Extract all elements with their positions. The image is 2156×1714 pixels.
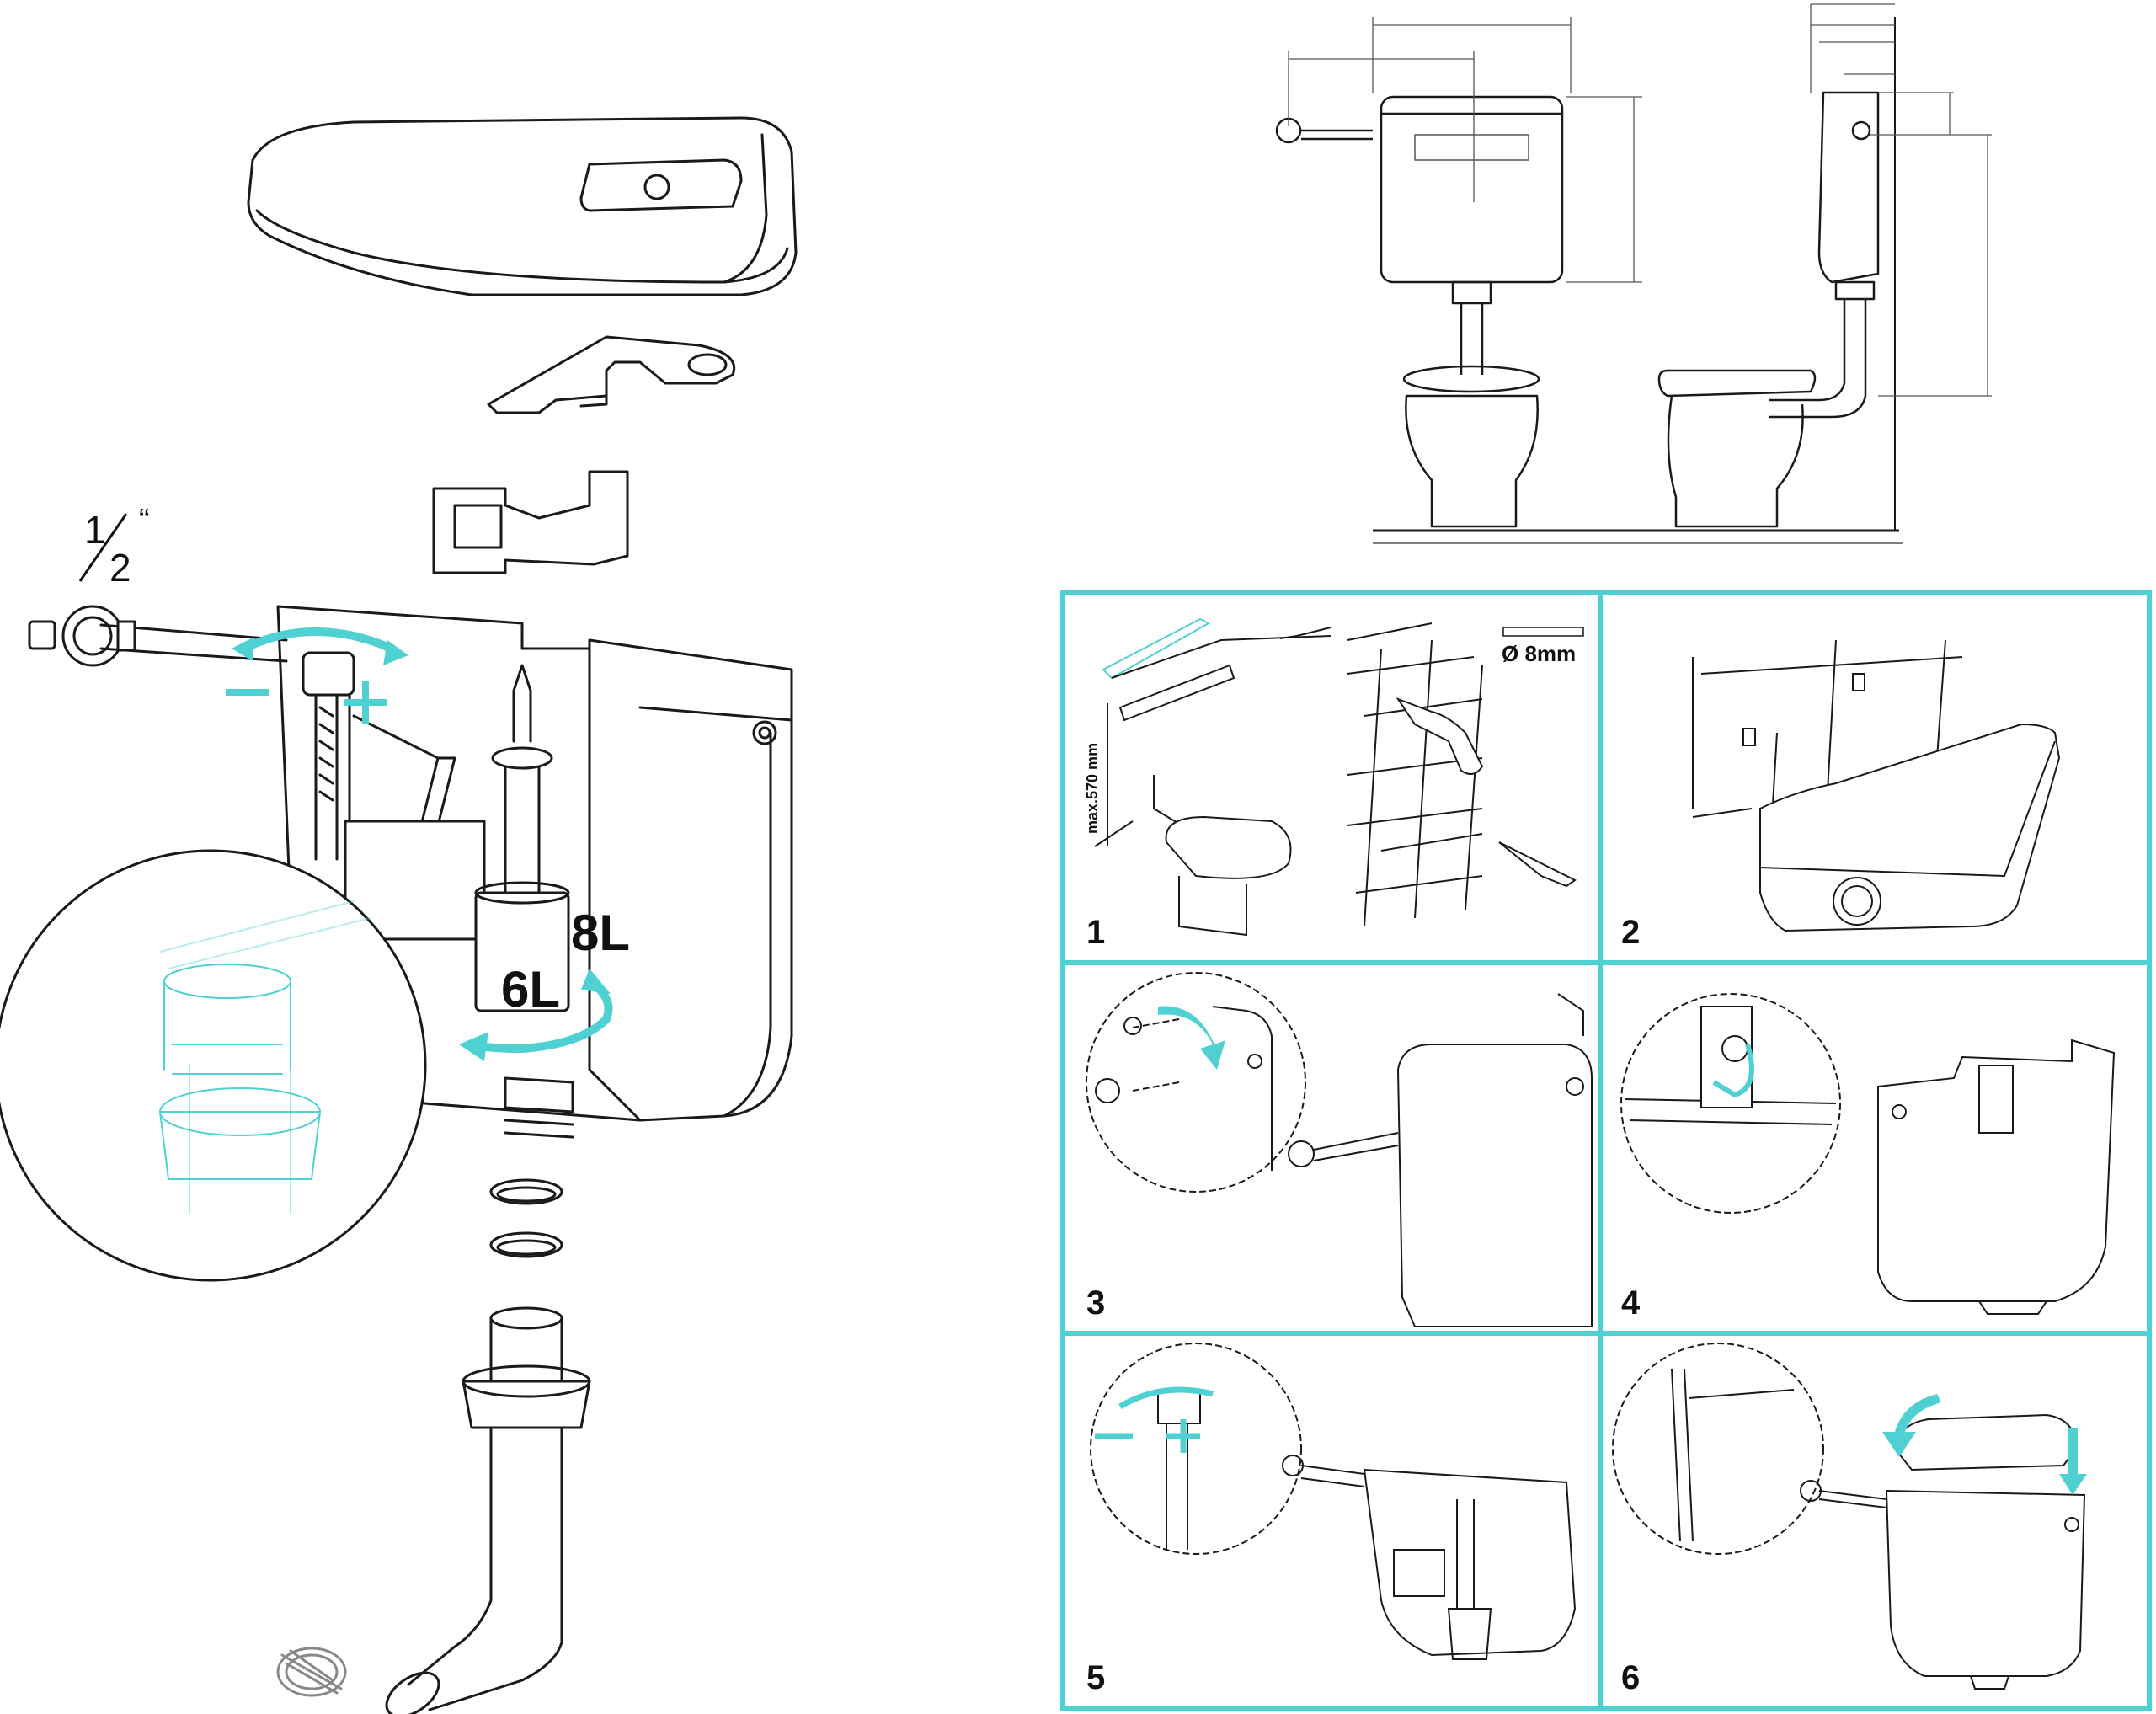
side-view-toilet-icon: [1657, 91, 1880, 528]
step-1-height-limit: max.570 mm: [1084, 743, 1101, 834]
button-bracket: [487, 335, 735, 414]
drill-icon: [1396, 697, 1484, 775]
front-view-toilet-icon: [1275, 95, 1564, 528]
thread-size-quote: “: [139, 503, 150, 538]
step-6-panel: [1612, 1343, 2086, 1690]
step-4-number: 4: [1621, 1284, 1641, 1322]
step-5-accent: [1095, 1386, 1214, 1453]
screwdriver-icon: [1498, 841, 1577, 888]
step-1-drill-diameter: Ø 8mm: [1502, 641, 1576, 666]
thread-size-denominator: 2: [109, 546, 131, 590]
seal-ring-upper: [489, 1178, 563, 1205]
cistern-lid-icon: [247, 116, 798, 296]
volume-label-8l: 8L: [571, 905, 630, 961]
step-4-accent-hose: [1712, 1044, 1754, 1098]
dimension-drawings: [1275, 3, 1992, 544]
step-1-number: 1: [1086, 914, 1105, 951]
step-3-panel: [1086, 972, 1593, 1327]
detail-magnifier: [0, 849, 427, 1282]
flush-valve-icon: [474, 664, 574, 1139]
adjust-markers: [226, 638, 611, 1061]
pipe-adapter: [276, 1647, 347, 1697]
step-6-number: 6: [1621, 1659, 1640, 1696]
overflow-holder: [432, 470, 629, 574]
flush-pipe: [385, 1306, 591, 1714]
thread-size-numerator: 1: [84, 508, 106, 552]
step-2-panel: [1692, 639, 2061, 932]
exploded-view: [0, 116, 798, 1714]
steps-grid: [1060, 590, 2152, 1711]
step-2-number: 2: [1621, 914, 1640, 951]
supply-connector-icon: [28, 605, 288, 667]
step-6-arrows: [1882, 1394, 2087, 1495]
rotate-arrow-icon: [240, 627, 613, 1053]
seal-ring-lower: [489, 1231, 563, 1258]
fraction-slash: [78, 513, 128, 582]
step-3-number: 3: [1086, 1284, 1105, 1322]
toilet-bowl-icon: [1165, 815, 1292, 937]
step-5-panel: [1090, 1343, 1577, 1660]
step-3-arrow: [1158, 1006, 1225, 1070]
step-4-panel: [1620, 993, 2116, 1315]
step-1-panel: [1094, 617, 1584, 937]
volume-label-6l: 6L: [501, 961, 560, 1017]
step-5-number: 5: [1086, 1659, 1105, 1696]
